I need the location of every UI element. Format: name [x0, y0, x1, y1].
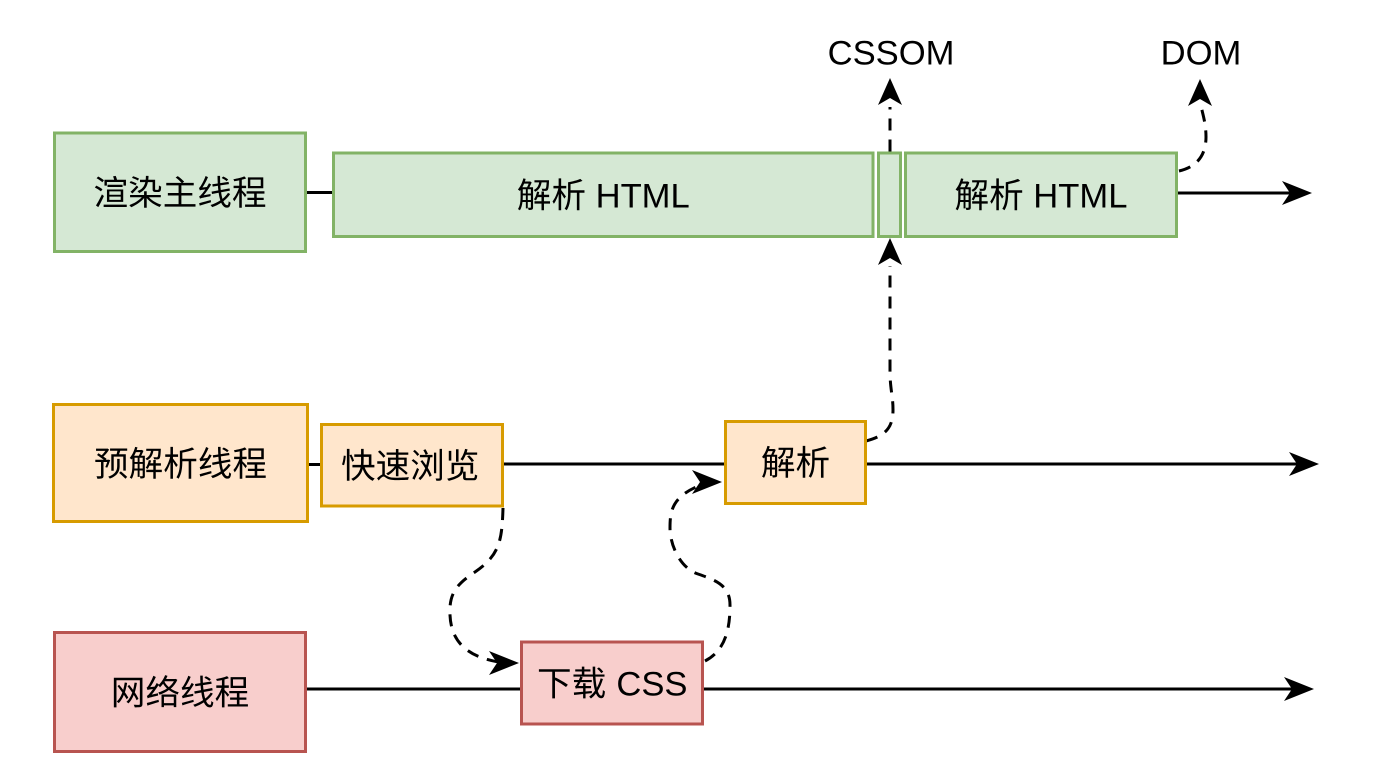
- svg-text:CSS: CSS: [616, 666, 687, 704]
- svg-text:HTML: HTML: [596, 178, 690, 216]
- svg-text:HTML: HTML: [1033, 178, 1127, 216]
- svg-text:CSSOM: CSSOM: [828, 35, 955, 73]
- svg-text:DOM: DOM: [1161, 35, 1242, 73]
